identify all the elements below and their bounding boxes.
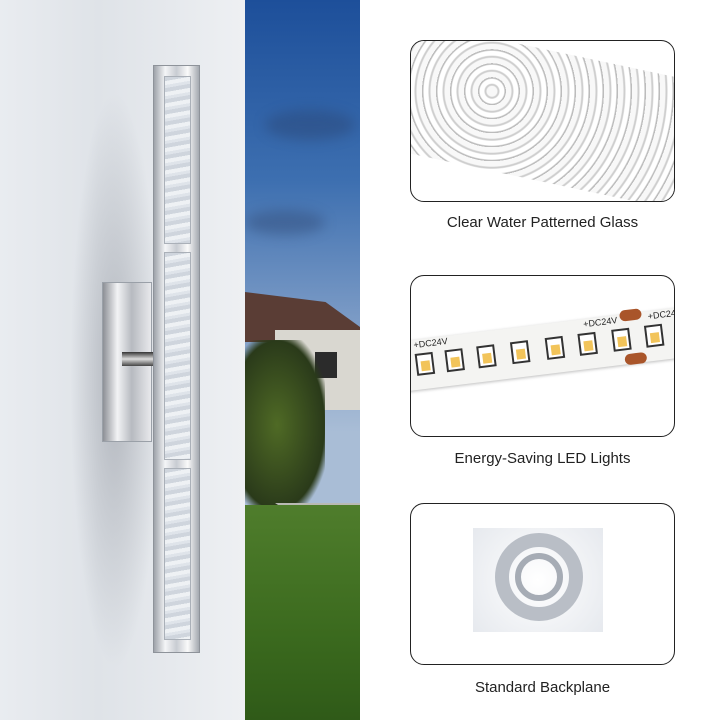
strip-marking: +DC24 [647,307,675,322]
strip-marking: +DC24V [582,315,618,330]
strip-marking: +DC24V [412,335,449,351]
feature-panel-backplane [410,503,675,665]
outdoor-scene-photo [245,0,360,720]
trees [245,340,325,510]
feature-panel-glass [410,40,675,202]
lamp-arm [122,352,154,366]
feature-label: Clear Water Patterned Glass [446,214,639,231]
glass-panel [164,252,191,460]
glass-panel [164,76,191,244]
water-glass-image [411,41,674,201]
backplane-image [473,528,603,632]
feature-panel-led: +DC24V +DC24V +DC24 [410,275,675,437]
led-strip-image: +DC24V +DC24V +DC24 [411,306,675,392]
sconce-light-bar [153,65,200,653]
feature-label: Standard Backplane [474,679,611,696]
feature-label: Energy-Saving LED Lights [454,450,631,467]
lawn [245,505,360,720]
glass-panel [164,468,191,640]
